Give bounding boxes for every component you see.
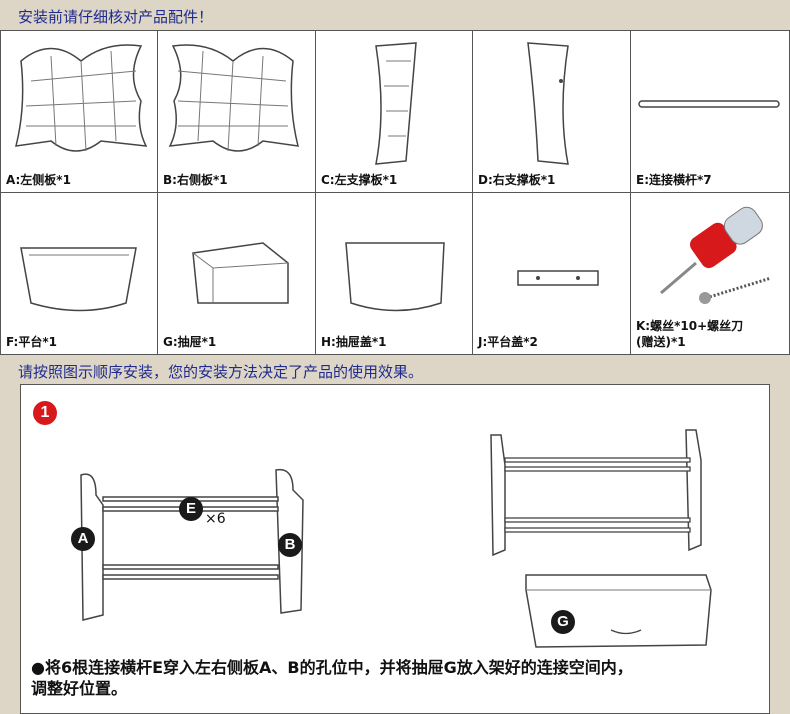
part-h-cell: H:抽屉盖*1 xyxy=(315,192,473,355)
part-label: F:平台*1 xyxy=(6,335,57,349)
part-f-cell: F:平台*1 xyxy=(0,192,158,355)
part-label: D:右支撑板*1 xyxy=(478,173,556,187)
part-label: C:左支撑板*1 xyxy=(321,173,398,187)
step-1-instruction: ●将6根连接横杆E穿入左右侧板A、B的孔位中，并将抽屉G放入架好的连接空间内， … xyxy=(31,658,633,698)
parts-check-header: 安装前请仔细核对产品配件！ xyxy=(18,8,214,26)
part-label: K:螺丝*10+螺丝刀 (赠送)*1 xyxy=(636,319,744,349)
part-e-badge: E xyxy=(179,497,203,521)
drawer-cover-illustration xyxy=(345,242,445,312)
part-g-cell: G:抽屉*1 xyxy=(157,192,316,355)
part-c-cell: C:左支撑板*1 xyxy=(315,30,473,193)
right-support-board-illustration xyxy=(527,42,569,165)
drawer-illustration xyxy=(192,242,289,304)
part-g-badge: G xyxy=(551,610,575,634)
frame-assembly-illustration xyxy=(80,468,304,621)
part-b-badge: B xyxy=(278,533,302,557)
parts-grid: A:左侧板*1 B:右侧板*1 C:左支撑板*1 D:右支撑板*1 E:连接横杆… xyxy=(0,30,790,355)
part-label: B:右侧板*1 xyxy=(163,173,228,187)
part-a-cell: A:左侧板*1 xyxy=(0,30,158,193)
part-label: A:左侧板*1 xyxy=(6,173,71,187)
right-side-panel-illustration xyxy=(168,44,299,152)
platform-illustration xyxy=(20,247,137,312)
platform-cover-illustration xyxy=(517,270,599,286)
step-1-panel: 1 A B E ×6 G ●将6根连接横杆E穿入左右侧板A、B的孔位中，并将抽屉… xyxy=(20,384,770,714)
quantity-multiplier: ×6 xyxy=(205,511,226,527)
part-d-cell: D:右支撑板*1 xyxy=(472,30,631,193)
part-b-cell: B:右侧板*1 xyxy=(157,30,316,193)
left-support-board-illustration xyxy=(375,42,417,165)
part-label: J:平台盖*2 xyxy=(478,335,538,349)
part-e-cell: E:连接横杆*7 xyxy=(630,30,790,193)
install-instructions-header: 请按照图示顺序安装，您的安装方法决定了产品的使用效果。 xyxy=(18,363,424,381)
step-number-marker: 1 xyxy=(33,401,57,425)
part-j-cell: J:平台盖*2 xyxy=(472,192,631,355)
connecting-rod-illustration xyxy=(638,100,780,108)
part-label: G:抽屉*1 xyxy=(163,335,217,349)
screwdriver-and-screw-illustration xyxy=(660,206,772,304)
left-side-panel-illustration xyxy=(15,44,148,152)
part-a-badge: A xyxy=(71,527,95,551)
part-k-cell: K:螺丝*10+螺丝刀 (赠送)*1 xyxy=(630,192,790,355)
part-label: E:连接横杆*7 xyxy=(636,173,712,187)
part-label: H:抽屉盖*1 xyxy=(321,335,387,349)
frame-with-drawer-illustration xyxy=(490,429,712,648)
